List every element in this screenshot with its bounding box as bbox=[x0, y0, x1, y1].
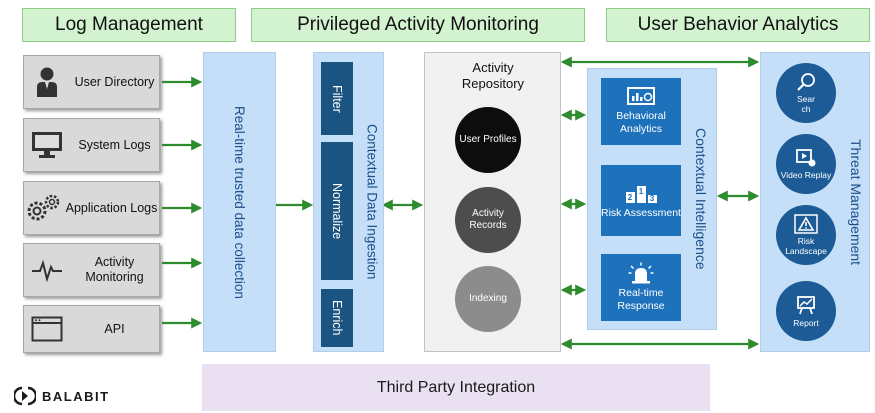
collection-label: Real-time trusted data collection bbox=[232, 105, 247, 299]
source-label: Application Logs bbox=[65, 200, 158, 215]
threat-panel: Threat Management Search Video Replay Ri… bbox=[760, 52, 870, 352]
threat-title: Threat Management bbox=[848, 138, 864, 266]
intelligence-panel: Contextual Intelligence Behavioral Analy… bbox=[587, 68, 717, 330]
threat-risk-landscape: Risk Landscape bbox=[776, 205, 836, 265]
third-party-integration: Third Party Integration bbox=[202, 364, 710, 411]
logo-text: BALABIT bbox=[42, 388, 110, 404]
header-log-management: Log Management bbox=[22, 8, 236, 42]
monitor-icon bbox=[24, 131, 70, 159]
pulse-icon bbox=[24, 258, 70, 282]
source-label: API bbox=[104, 321, 125, 336]
collection-panel: Real-time trusted data collection bbox=[203, 52, 276, 352]
threat-label: Report bbox=[793, 317, 819, 328]
repository-indexing: Indexing bbox=[455, 266, 521, 332]
gears-icon bbox=[24, 193, 64, 223]
warning-icon bbox=[794, 214, 818, 234]
threat-label: Search bbox=[797, 94, 815, 114]
ingestion-title: Contextual Data Ingestion bbox=[364, 124, 380, 280]
threat-label: Video Replay bbox=[780, 170, 832, 180]
dashboard-icon bbox=[627, 87, 655, 105]
threat-report: Report bbox=[776, 281, 836, 341]
logo-mark-icon bbox=[14, 386, 36, 406]
podium-icon: 2 1 3 bbox=[625, 181, 657, 203]
source-user-directory: User Directory bbox=[23, 55, 160, 109]
repository-user-profiles: User Profiles bbox=[455, 107, 521, 173]
intel-risk-assessment: 2 1 3 Risk Assessment bbox=[601, 165, 681, 236]
source-label: Activity Monitoring bbox=[85, 255, 144, 284]
intel-label: Real-time Response bbox=[617, 287, 665, 312]
user-icon bbox=[24, 66, 70, 98]
threat-search: Search bbox=[776, 63, 836, 123]
window-icon bbox=[24, 316, 70, 342]
header-privileged-activity: Privileged Activity Monitoring bbox=[251, 8, 585, 42]
alarm-icon bbox=[628, 262, 654, 284]
intel-real-time-response: Real-time Response bbox=[601, 254, 681, 321]
threat-label: Risk Landscape bbox=[785, 236, 827, 256]
video-icon bbox=[796, 149, 816, 167]
intel-behavioral-analytics: Behavioral Analytics bbox=[601, 78, 681, 145]
threat-video-replay: Video Replay bbox=[776, 134, 836, 194]
step-enrich: Enrich bbox=[321, 289, 353, 347]
source-system-logs: System Logs bbox=[23, 118, 160, 172]
intelligence-title: Contextual Intelligence bbox=[693, 128, 709, 270]
intel-label: Behavioral Analytics bbox=[616, 110, 666, 135]
source-label: System Logs bbox=[78, 137, 151, 152]
source-activity-monitoring: Activity Monitoring bbox=[23, 243, 160, 297]
ingestion-panel: Contextual Data Ingestion Filter Normali… bbox=[313, 52, 384, 352]
intel-label: Risk Assessment bbox=[601, 207, 681, 219]
source-label: User Directory bbox=[74, 74, 155, 89]
repository-panel: Activity Repository User Profiles Activi… bbox=[424, 52, 561, 352]
step-normalize: Normalize bbox=[321, 142, 353, 280]
balabit-logo: BALABIT bbox=[14, 384, 110, 408]
source-application-logs: Application Logs bbox=[23, 181, 160, 235]
chart-board-icon bbox=[797, 295, 815, 314]
header-user-behavior: User Behavior Analytics bbox=[606, 8, 870, 42]
search-icon bbox=[797, 73, 815, 91]
repository-activity-records: Activity Records bbox=[455, 187, 521, 253]
repository-title: Activity Repository bbox=[461, 60, 525, 91]
step-filter: Filter bbox=[321, 62, 353, 135]
source-api: API bbox=[23, 305, 160, 353]
